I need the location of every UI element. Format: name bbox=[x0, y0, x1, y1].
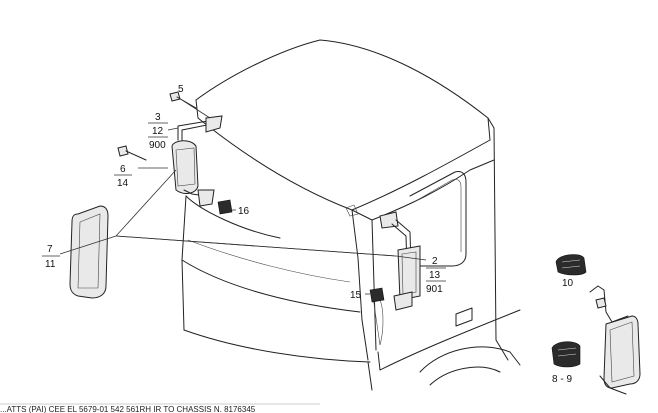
part-8-9-cover bbox=[551, 341, 581, 368]
callout-5: 5 bbox=[178, 84, 184, 95]
callout-3-label: 3 bbox=[155, 112, 161, 123]
callout-16-label: 16 bbox=[238, 206, 250, 217]
callout-leaders bbox=[59, 99, 427, 295]
callout-6-label: 6 bbox=[120, 164, 126, 175]
callout-7-11: 7 11 bbox=[42, 244, 60, 270]
callout-11-label: 11 bbox=[45, 259, 56, 270]
footer-caption: ...ATTS (PAI) CEE EL 5679-01 542 561RH I… bbox=[0, 405, 256, 413]
bolt-6 bbox=[117, 145, 147, 161]
callout-14-label: 14 bbox=[117, 178, 129, 189]
truck-cab-drawing bbox=[181, 39, 521, 391]
callout-13-label: 13 bbox=[429, 270, 441, 281]
part-10-cover bbox=[555, 254, 587, 276]
callout-3-12-900: 3 12 900 bbox=[148, 112, 168, 151]
callout-2-13-901: 2 13 901 bbox=[426, 256, 446, 295]
mirror-glass-7-11 bbox=[69, 205, 109, 299]
callout-6-14: 6 14 bbox=[114, 164, 132, 189]
callout-10-label: 10 bbox=[562, 278, 574, 289]
callout-2-label: 2 bbox=[432, 256, 438, 267]
callout-900-label: 900 bbox=[149, 140, 166, 151]
callout-8-9-label: 8 - 9 bbox=[552, 374, 572, 385]
complete-mirror-right bbox=[589, 285, 641, 395]
callout-16: 16 bbox=[238, 206, 250, 217]
callout-15-label: 15 bbox=[350, 290, 362, 301]
callout-7-label: 7 bbox=[47, 244, 53, 255]
left-mirror-assembly bbox=[171, 115, 233, 215]
right-mirror-assembly bbox=[369, 211, 421, 311]
callout-12-label: 12 bbox=[152, 126, 164, 137]
callout-15: 15 bbox=[350, 290, 362, 301]
callout-5-label: 5 bbox=[178, 84, 184, 95]
callout-901-label: 901 bbox=[426, 284, 443, 295]
callout-8-9: 8 - 9 bbox=[552, 374, 572, 385]
callout-10: 10 bbox=[562, 278, 574, 289]
